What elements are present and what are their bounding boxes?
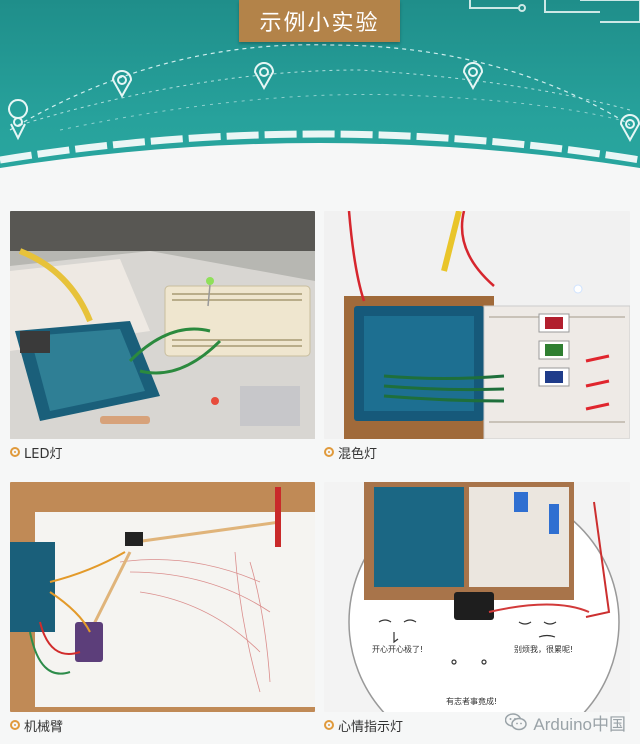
caption-text: 混色灯 — [338, 446, 378, 462]
experiment-photo-mood: 开心开心极了! 别烦我，很累呢! 有志者事竟成! — [324, 482, 630, 712]
section-title: 示例小实验 — [239, 0, 400, 42]
experiment-photo-led — [10, 211, 315, 439]
bullet-icon — [10, 720, 20, 730]
experiment-caption-led: LED灯 — [10, 443, 63, 462]
caption-text: LED灯 — [24, 446, 63, 462]
wechat-icon — [505, 713, 528, 731]
mood-label-happy: 开心开心极了! — [372, 644, 423, 654]
mood-label-tired: 别烦我，很累呢! — [514, 644, 573, 654]
experiment-photo-rgb — [324, 211, 630, 439]
experiment-caption-rgb: 混色灯 — [324, 443, 378, 462]
experiment-caption-robot-arm: 机械臂 — [10, 716, 64, 735]
experiment-photo-robot-arm — [10, 482, 315, 712]
bullet-icon — [10, 447, 20, 457]
watermark-text: Arduino中国 — [533, 714, 626, 734]
caption-text: 机械臂 — [24, 719, 64, 735]
banner-decoration — [0, 0, 640, 200]
header-banner: 示例小实验 — [0, 0, 640, 200]
caption-text: 心情指示灯 — [338, 719, 404, 735]
mood-label-bottom: 有志者事竟成! — [446, 696, 497, 706]
bullet-icon — [324, 447, 334, 457]
bullet-icon — [324, 720, 334, 730]
watermark: Arduino中国 — [505, 710, 626, 734]
experiment-caption-mood: 心情指示灯 — [324, 716, 404, 735]
